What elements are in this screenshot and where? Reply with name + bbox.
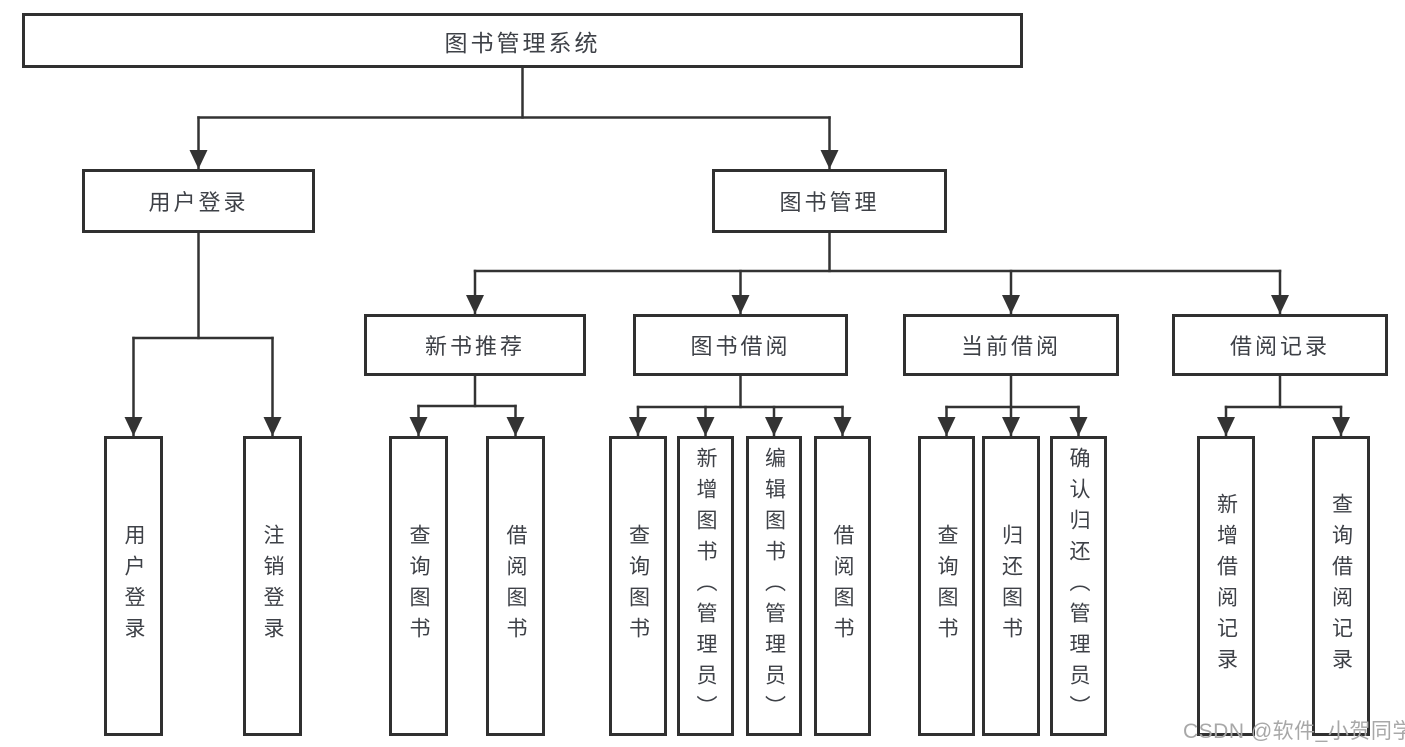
node-book-management: 图书管理 [712,169,947,233]
leaf-query-borrow-record: 查询借阅记录 [1312,436,1370,736]
leaf-recommend-borrow-books: 借阅图书 [486,436,545,736]
leaf-current-query-books-label: 查询图书 [935,524,958,648]
leaf-logout: 注销登录 [243,436,302,736]
node-book-management-label: 图书管理 [779,190,880,215]
node-new-book-recommend-label: 新书推荐 [424,334,525,359]
leaf-recommend-borrow-books-label: 借阅图书 [504,524,527,648]
leaf-borrow-book-label: 借阅图书 [831,524,854,648]
node-book-borrow: 图书借阅 [633,314,848,376]
leaf-current-query-books: 查询图书 [918,436,975,736]
node-user-login-label: 用户登录 [148,190,249,215]
leaf-user-login: 用户登录 [104,436,163,736]
leaf-recommend-query-books-label: 查询图书 [407,524,430,648]
leaf-logout-label: 注销登录 [261,524,284,648]
node-current-borrow-label: 当前借阅 [960,334,1061,359]
node-current-borrow: 当前借阅 [903,314,1119,376]
leaf-query-borrow-record-label: 查询借阅记录 [1329,493,1353,679]
leaf-add-borrow-record: 新增借阅记录 [1197,436,1255,736]
leaf-confirm-return-admin: 确认归还（管理员） [1050,436,1107,736]
leaf-add-borrow-record-label: 新增借阅记录 [1214,493,1238,679]
node-root-label: 图书管理系统 [444,29,601,56]
csdn-watermark: CSDN @软件_小贺同学 [1183,720,1405,743]
leaf-edit-book-admin: 编辑图书（管理员） [746,436,802,736]
node-new-book-recommend: 新书推荐 [364,314,586,376]
leaf-edit-book-admin-label: 编辑图书（管理员） [762,446,786,726]
leaf-user-login-label: 用户登录 [122,524,145,648]
leaf-borrow-book: 借阅图书 [814,436,871,736]
leaf-borrow-query-books: 查询图书 [609,436,667,736]
leaf-add-book-admin-label: 新增图书（管理员） [694,446,717,726]
node-root: 图书管理系统 [22,13,1023,68]
leaf-return-book-label: 归还图书 [999,524,1023,648]
leaf-return-book: 归还图书 [982,436,1040,736]
node-borrow-records: 借阅记录 [1172,314,1388,376]
leaf-recommend-query-books: 查询图书 [389,436,448,736]
leaf-borrow-query-books-label: 查询图书 [626,524,650,648]
leaf-confirm-return-admin-label: 确认归还（管理员） [1067,446,1090,726]
node-book-borrow-label: 图书借阅 [690,334,791,359]
node-borrow-records-label: 借阅记录 [1229,334,1330,359]
node-user-login: 用户登录 [82,169,315,233]
leaf-add-book-admin: 新增图书（管理员） [677,436,734,736]
